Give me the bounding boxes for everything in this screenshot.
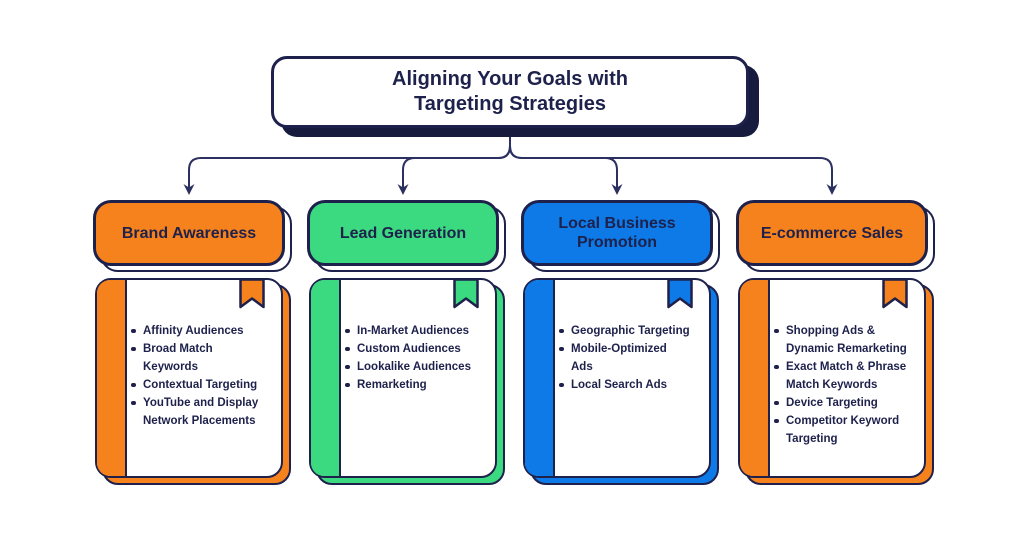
list-item: Lookalike Audiences <box>345 358 487 376</box>
list-item: YouTube and Display Network Placements <box>131 394 273 430</box>
arrowhead-icon <box>183 184 838 195</box>
strategy-list: Shopping Ads & Dynamic Remarketing Exact… <box>740 280 924 448</box>
list-item: Device Targeting <box>774 394 916 412</box>
strategy-list: In-Market Audiences Custom Audiences Loo… <box>311 280 495 394</box>
group-brand-awareness: Brand Awareness Affinity Audiences Broad… <box>93 200 285 478</box>
group-local-business-promotion: Local Business Promotion Geographic Targ… <box>521 200 713 478</box>
category-box-brand-awareness: Brand Awareness <box>93 200 285 266</box>
category-box-ecommerce-sales: E-commerce Sales <box>736 200 928 266</box>
bookmark-icon <box>882 277 908 308</box>
card-spine <box>740 280 770 476</box>
list-item: Remarketing <box>345 376 487 394</box>
bookmark-icon <box>453 277 479 308</box>
title-line-1: Aligning Your Goals with <box>392 68 628 90</box>
card-local-business-promotion: Geographic Targeting Mobile-Optimized Ad… <box>523 277 711 478</box>
list-item: Affinity Audiences <box>131 322 273 340</box>
list-item: Competitor Keyword Targeting <box>774 412 916 448</box>
card-spine <box>311 280 341 476</box>
list-item: Exact Match & Phrase Match Keywords <box>774 358 916 394</box>
group-lead-generation: Lead Generation In-Market Audiences Cust… <box>307 200 499 478</box>
title-box: Aligning Your Goals with Targeting Strat… <box>271 56 749 128</box>
card-spine <box>97 280 127 476</box>
list-item: In-Market Audiences <box>345 322 487 340</box>
list-item: Geographic Targeting <box>559 322 701 340</box>
strategy-list: Geographic Targeting Mobile-Optimized Ad… <box>525 280 709 394</box>
bookmark-icon <box>667 277 693 308</box>
strategy-list: Affinity Audiences Broad Match Keywords … <box>97 280 281 430</box>
list-item: Mobile-Optimized Ads <box>559 340 701 376</box>
card-spine <box>525 280 555 476</box>
title-line-2: Targeting Strategies <box>414 93 606 115</box>
bookmark-icon <box>239 277 265 308</box>
group-ecommerce-sales: E-commerce Sales Shopping Ads & Dynamic … <box>736 200 928 478</box>
list-item: Custom Audiences <box>345 340 487 358</box>
category-box-local-business-promotion: Local Business Promotion <box>521 200 713 266</box>
card-brand-awareness: Affinity Audiences Broad Match Keywords … <box>95 277 283 478</box>
list-item: Local Search Ads <box>559 376 701 394</box>
category-box-lead-generation: Lead Generation <box>307 200 499 266</box>
card-lead-generation: In-Market Audiences Custom Audiences Loo… <box>309 277 497 478</box>
list-item: Contextual Targeting <box>131 376 273 394</box>
list-item: Shopping Ads & Dynamic Remarketing <box>774 322 916 358</box>
list-item: Broad Match Keywords <box>131 340 273 376</box>
card-ecommerce-sales: Shopping Ads & Dynamic Remarketing Exact… <box>738 277 926 478</box>
